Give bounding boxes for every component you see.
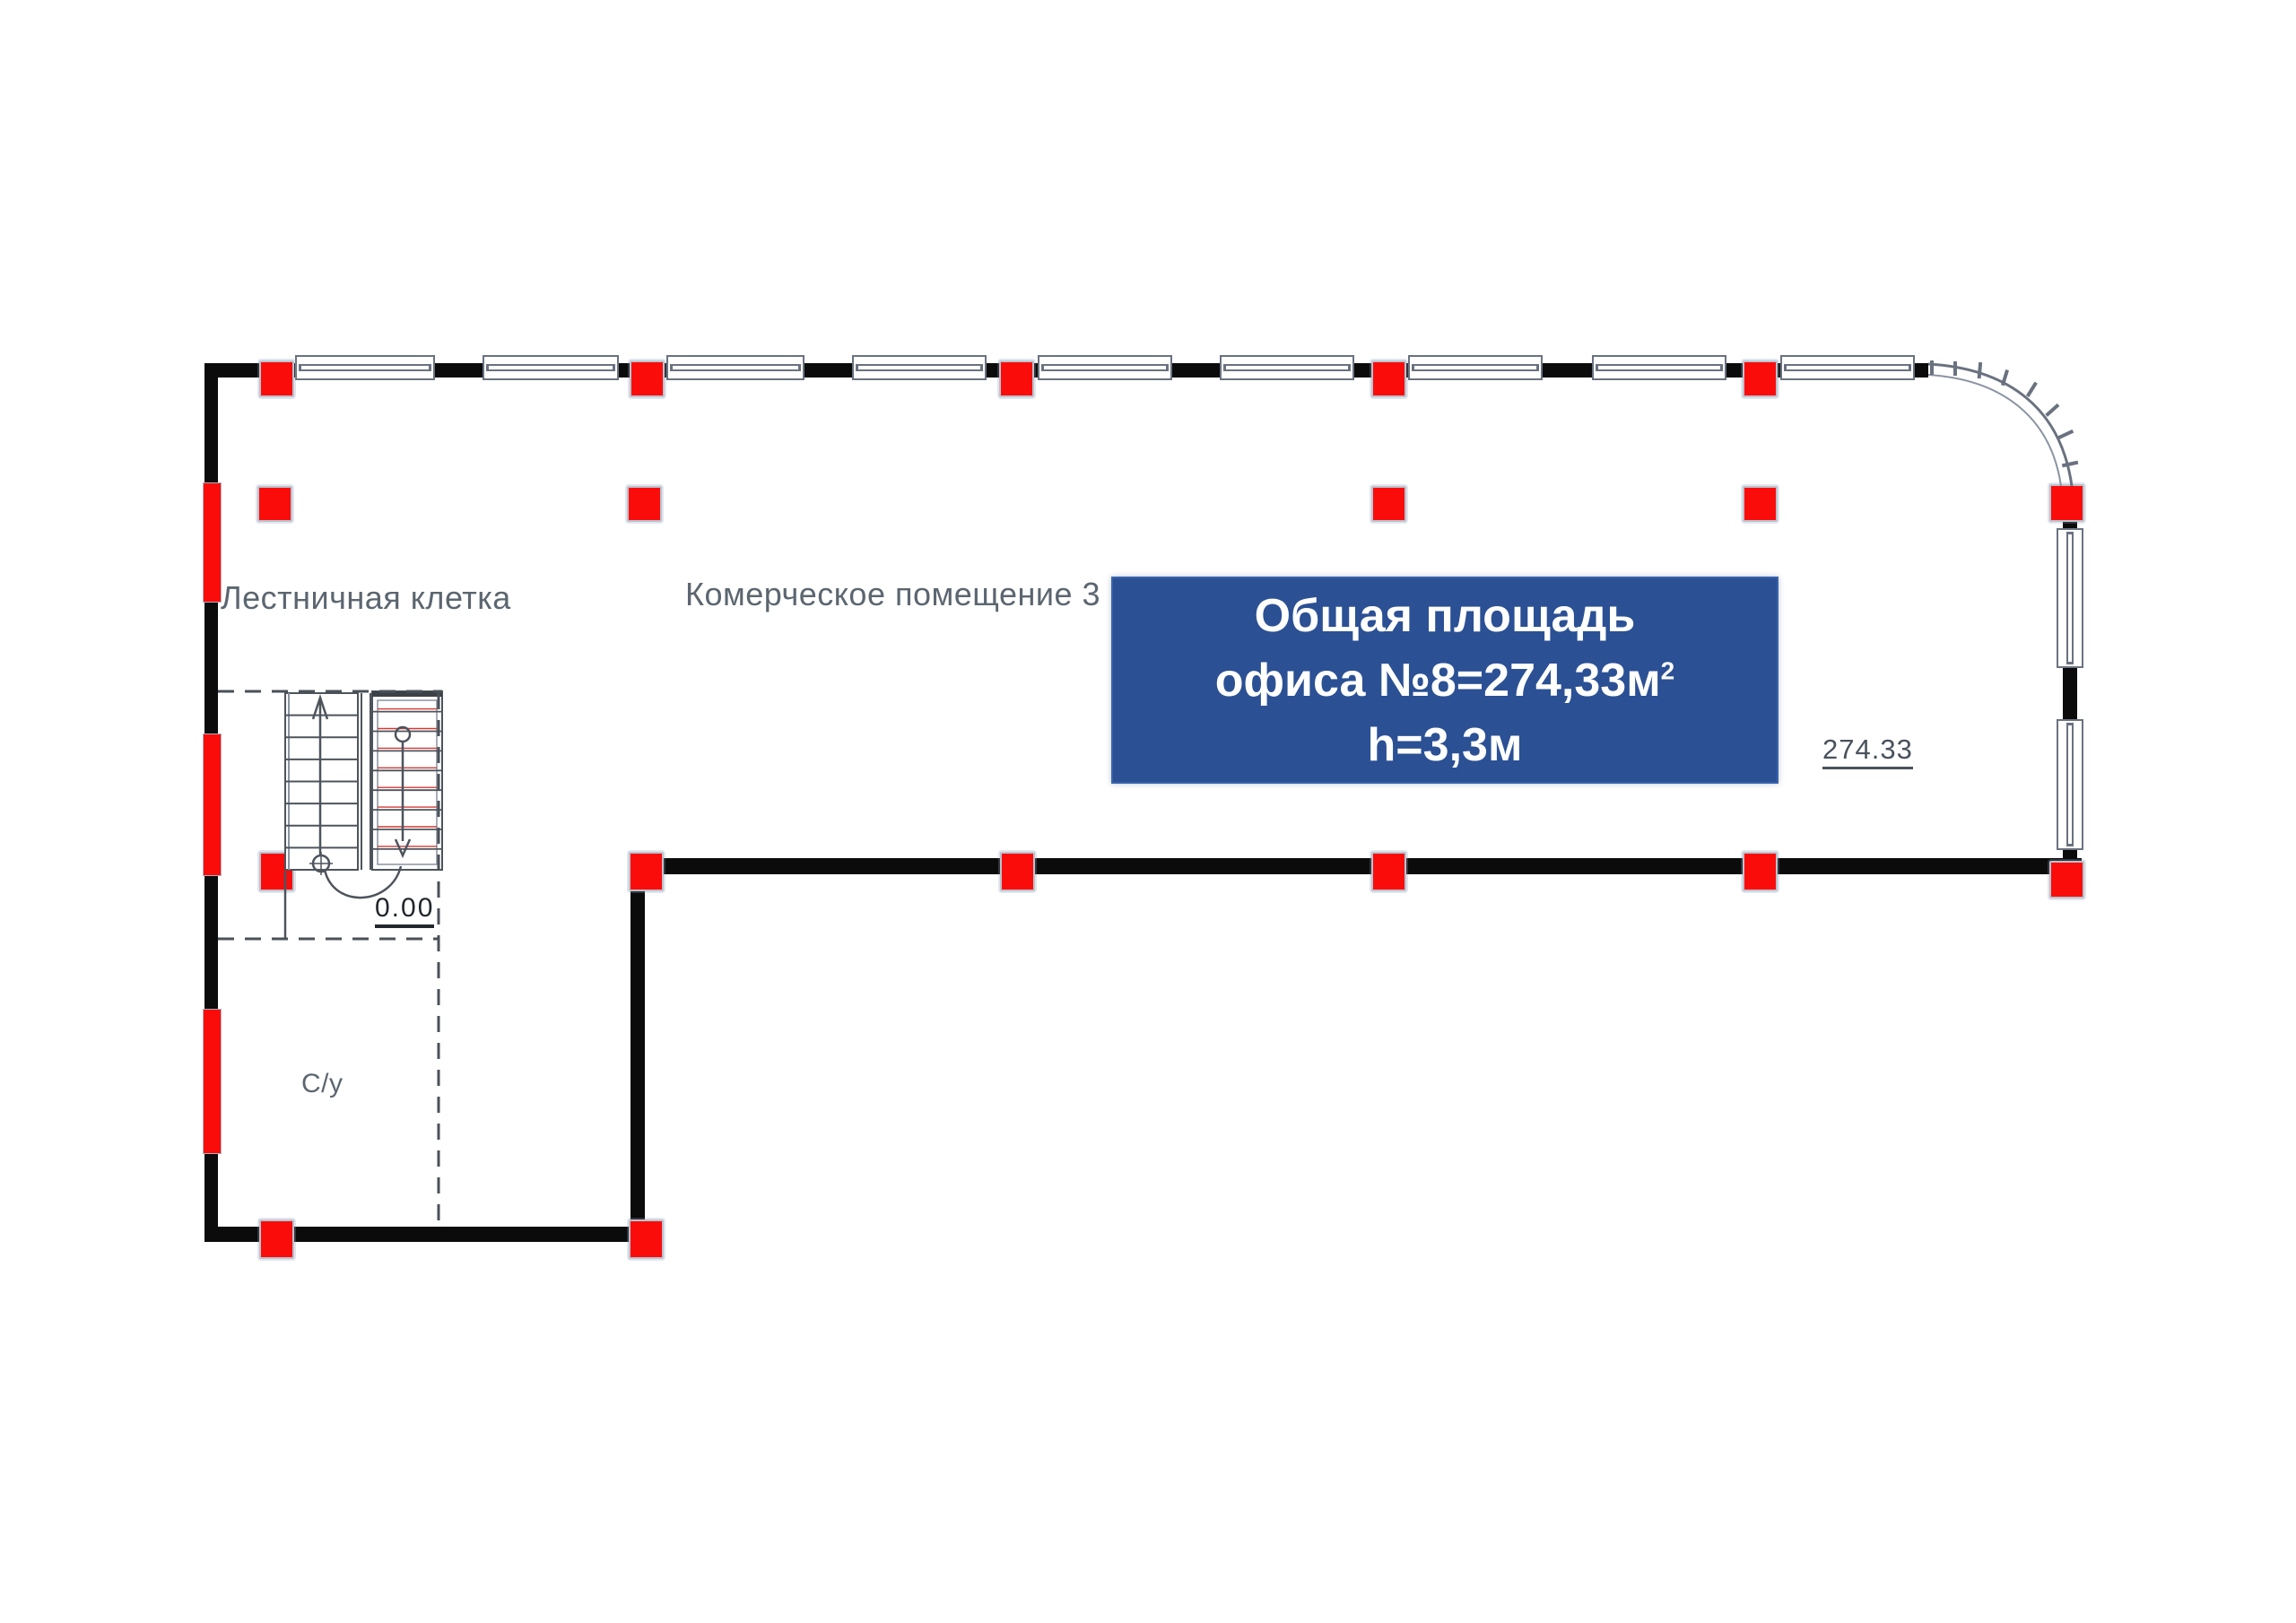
window <box>295 355 435 380</box>
office-info-box: Общая площадь офиса №8=274,33м2 h=3,3м <box>1111 577 1779 784</box>
column-marker <box>258 360 294 397</box>
stair-tread-red-accents <box>378 707 437 847</box>
window <box>1592 355 1726 380</box>
staircase <box>284 690 443 871</box>
window-glazing <box>856 364 983 371</box>
left-wall-red-window <box>203 733 222 876</box>
window-glazing <box>1412 364 1539 371</box>
dashed-partitions <box>218 690 442 1221</box>
info-line-3: h=3,3м <box>1367 718 1523 771</box>
column-marker <box>626 486 662 522</box>
stair-down-arrow <box>323 725 412 899</box>
corner-mullion-ticks <box>1930 360 2079 468</box>
stair-up-arrow <box>309 694 333 875</box>
right-wall-segment <box>2063 668 2077 719</box>
floor-level-mark: 0.00 <box>375 893 435 928</box>
bathroom-label: С/у <box>301 1069 344 1098</box>
window-glazing <box>486 364 615 371</box>
area-value-mark: 274.33 <box>1822 733 1913 769</box>
column-marker <box>1370 486 1406 522</box>
column-marker <box>2048 484 2084 522</box>
leg-bottom-wall <box>204 1227 645 1242</box>
window-glazing <box>1596 364 1723 371</box>
window <box>483 355 619 380</box>
window-glazing <box>299 364 431 371</box>
window-glazing <box>1784 364 1911 371</box>
window-glazing <box>1041 364 1169 371</box>
main-bottom-wall <box>631 858 2082 874</box>
window <box>1220 355 1354 380</box>
window <box>666 355 804 380</box>
column-marker <box>1370 852 1406 891</box>
column-marker <box>998 360 1034 397</box>
window <box>1408 355 1543 380</box>
column-marker <box>1370 360 1406 397</box>
window <box>1038 355 1172 380</box>
window-glazing <box>1223 364 1351 371</box>
column-marker <box>999 852 1035 891</box>
left-wall-red-window <box>203 1009 222 1154</box>
square-meter-sup: 2 <box>1660 656 1675 685</box>
column-marker <box>1742 486 1778 522</box>
window-glazing <box>2066 532 2074 664</box>
column-marker <box>257 486 292 522</box>
column-marker <box>258 852 294 891</box>
window-glazing <box>2066 723 2074 846</box>
column-marker <box>258 1219 294 1259</box>
window-glazing <box>670 364 801 371</box>
window <box>852 355 987 380</box>
commercial-room-label: Комерческое помещение 3 <box>685 576 1101 612</box>
staircase-room-label: Лестничная клетка <box>221 579 511 616</box>
column-marker <box>1742 360 1778 397</box>
column-marker <box>628 852 664 891</box>
window <box>2057 528 2083 668</box>
window <box>2057 719 2083 850</box>
info-line-1: Общая площадь <box>1254 589 1636 642</box>
left-wall-red-window <box>203 482 222 603</box>
column-marker <box>2048 861 2084 898</box>
leg-right-wall <box>631 858 645 1242</box>
column-marker <box>628 1219 664 1259</box>
curved-corner-glazing <box>1927 360 2079 487</box>
info-line-2: офиса №8=274,33м2 <box>1214 654 1675 707</box>
column-marker <box>1742 852 1778 891</box>
column-marker <box>629 360 665 397</box>
window <box>1780 355 1915 380</box>
